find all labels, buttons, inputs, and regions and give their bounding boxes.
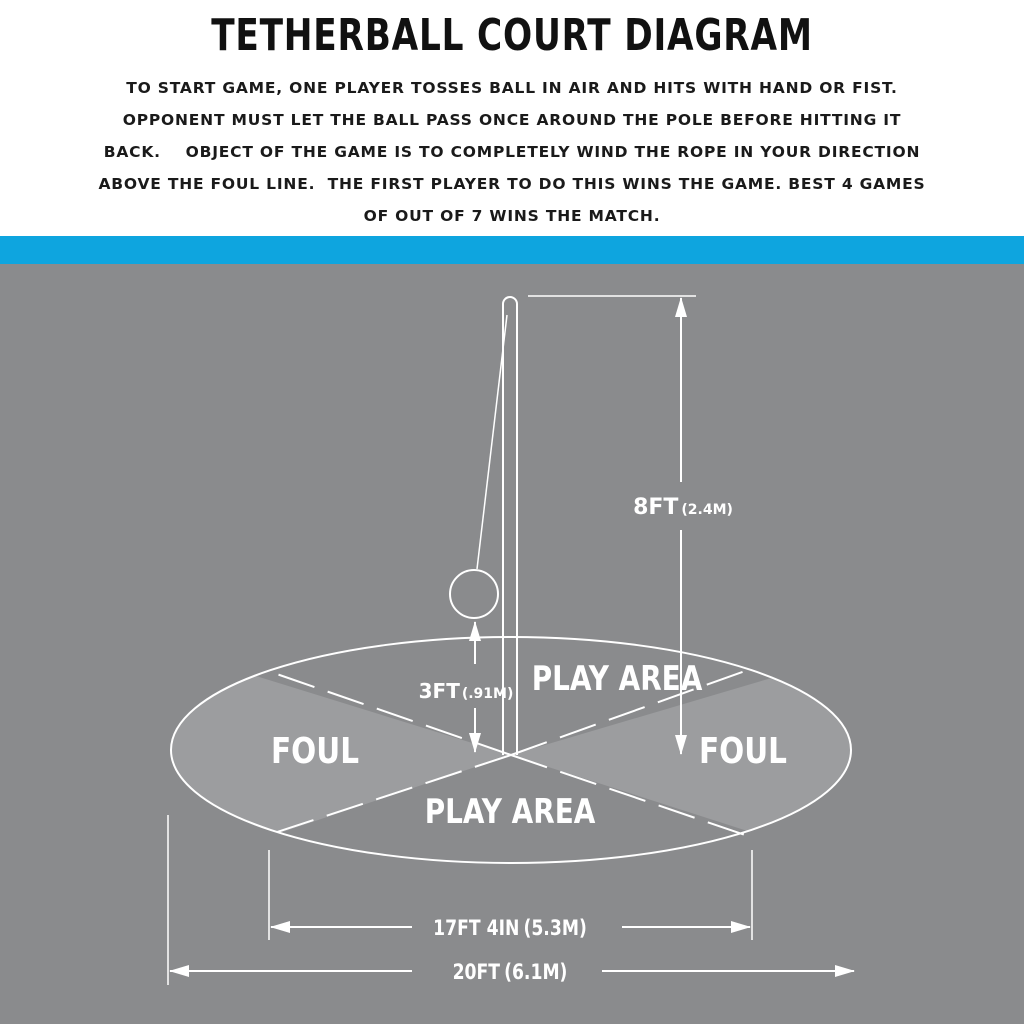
outer-width-label: 20FT(6.1M) (453, 959, 568, 984)
foul-label-right: FOUL (699, 729, 787, 772)
court-area (0, 264, 1024, 1024)
division-line (510, 754, 746, 836)
inner-width-label: 17FT 4IN(5.3M) (433, 915, 587, 940)
pole-height-label: 8FT(2.4M) (633, 495, 733, 520)
court-oval (170, 636, 852, 864)
division-line (267, 754, 512, 836)
page-title: TETHERBALL COURT DIAGRAM (211, 10, 813, 61)
tetherball (449, 569, 499, 619)
header: TETHERBALL COURT DIAGRAM TO START GAME, … (0, 0, 1024, 236)
division-line (267, 670, 512, 756)
instruction-line: TO START GAME, ONE PLAYER TOSSES BALL IN… (126, 79, 898, 97)
division-lines (267, 670, 746, 836)
instruction-line: ABOVE THE FOUL LINE. THE FIRST PLAYER TO… (98, 175, 926, 193)
instructions: TO START GAME, ONE PLAYER TOSSES BALL IN… (90, 72, 934, 232)
play-area-label-top: PLAY AREA (532, 659, 703, 698)
instruction-line: OPPONENT MUST LET THE BALL PASS ONCE ARO… (122, 111, 902, 129)
play-area-label-bottom: PLAY AREA (425, 792, 596, 831)
ball-height-label: 3FT(.91M) (419, 679, 514, 703)
accent-band (0, 236, 1024, 264)
instruction-line: BACK. OBJECT OF THE GAME IS TO COMPLETEL… (103, 143, 921, 161)
division-line (510, 670, 746, 756)
pole (502, 296, 518, 755)
rope (476, 314, 508, 570)
instruction-line: OF OUT OF 7 WINS THE MATCH. (363, 207, 661, 225)
foul-label-left: FOUL (271, 729, 359, 772)
